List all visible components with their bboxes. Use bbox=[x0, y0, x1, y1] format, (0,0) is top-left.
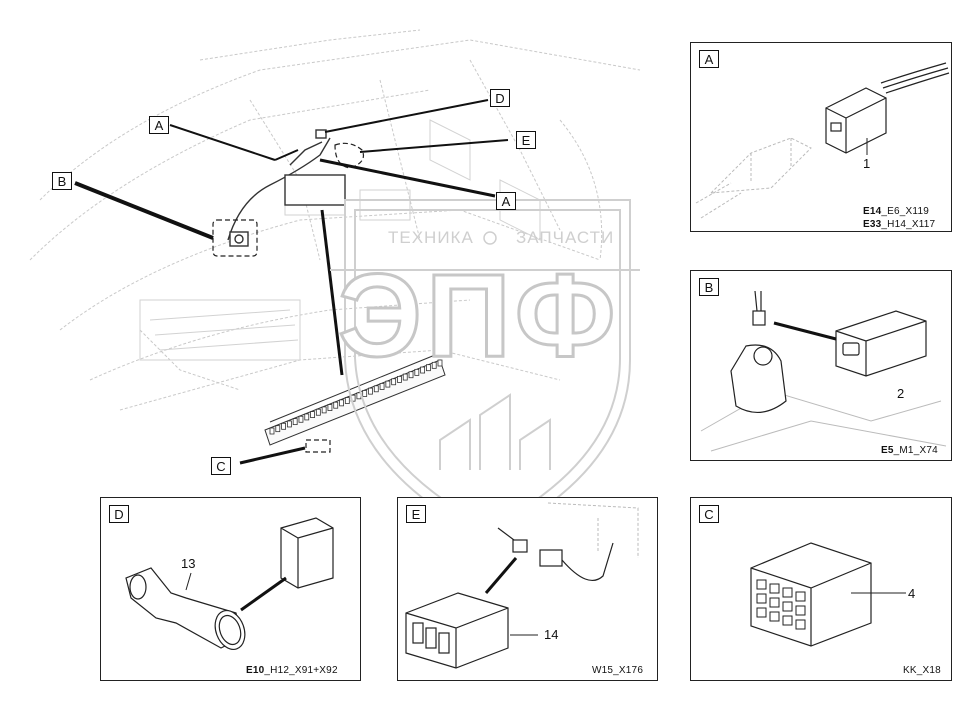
code-bold: E33 bbox=[863, 219, 882, 230]
code-bold: E14 bbox=[863, 206, 882, 217]
callout-d: D bbox=[490, 89, 510, 107]
relay-tooth bbox=[269, 427, 275, 435]
relay-tooth bbox=[368, 387, 373, 395]
relay-tooth bbox=[292, 418, 298, 426]
relay-tooth bbox=[298, 415, 304, 423]
panel-e-code: W15_X176 bbox=[592, 665, 644, 676]
panel-d-code: E10_H12_X91+X92 bbox=[246, 665, 338, 676]
code-rest: _H14_X117 bbox=[881, 219, 936, 230]
relay-tooth bbox=[310, 411, 315, 418]
panel-d-item-number: 13 bbox=[181, 556, 196, 571]
detail-panel-e: E 14 W15_X176 bbox=[397, 497, 658, 681]
connector-cavity bbox=[795, 605, 806, 616]
code-bold: E10 bbox=[246, 665, 265, 676]
panel-a-code-e33: E33_H14_X117 bbox=[863, 219, 935, 230]
callout-a-upper: A bbox=[149, 116, 169, 134]
connector-e5-drawing bbox=[700, 290, 947, 452]
connector-cavity bbox=[756, 607, 767, 618]
panel-c-item-number: 4 bbox=[908, 586, 916, 601]
watermark-text-left: ТЕХНИКА bbox=[388, 228, 474, 247]
panel-a-tag: A bbox=[699, 50, 719, 68]
panel-c-code: KK_X18 bbox=[903, 665, 941, 676]
relay-tooth bbox=[362, 390, 368, 397]
relay-tooth bbox=[339, 399, 344, 407]
detail-panel-b: B 2 E5_M1_X74 bbox=[690, 270, 952, 461]
relay-tooth bbox=[373, 385, 379, 393]
connector-kk-drawing bbox=[750, 542, 906, 647]
watermark-logo-text: ЭПФ bbox=[336, 249, 620, 384]
connector-cavity bbox=[769, 583, 780, 594]
terminal-e10-drawing bbox=[125, 517, 334, 650]
code-bold: E5 bbox=[881, 445, 894, 456]
connector-cavity bbox=[756, 579, 767, 590]
callout-e: E bbox=[516, 131, 536, 149]
connector-cavity bbox=[769, 597, 780, 608]
relay-tooth bbox=[286, 420, 292, 428]
connector-cavity bbox=[782, 601, 793, 612]
connector-cavity bbox=[795, 591, 806, 602]
panel-a-code-e14: E14_E6_X119 bbox=[863, 206, 929, 217]
connector-cavity bbox=[782, 587, 793, 598]
panel-b-tag: B bbox=[699, 278, 719, 296]
relay-tooth bbox=[344, 397, 350, 404]
code-rest: _M1_X74 bbox=[893, 445, 938, 456]
callout-c: C bbox=[211, 457, 231, 475]
panel-e-item-number: 14 bbox=[544, 627, 559, 642]
callout-a-lower: A bbox=[496, 192, 516, 210]
connector-w15-drawing bbox=[405, 502, 639, 669]
detail-panel-c: C 4 KK_X18 bbox=[690, 497, 952, 681]
connector-cavity bbox=[769, 611, 780, 622]
relay-tooth bbox=[385, 380, 391, 388]
relay-tooth bbox=[402, 373, 408, 381]
relay-tooth bbox=[304, 413, 310, 421]
panel-a-item-number: 1 bbox=[863, 156, 871, 171]
relay-tooth bbox=[397, 376, 402, 383]
relay-tooth bbox=[379, 383, 385, 390]
relay-tooth bbox=[333, 401, 339, 409]
panel-b-code: E5_M1_X74 bbox=[881, 445, 938, 456]
relay-tooth bbox=[327, 404, 333, 411]
relay-tooth bbox=[437, 359, 443, 367]
code-rest: _E6_X119 bbox=[881, 206, 929, 217]
code-rest: _H12_X91+X92 bbox=[264, 665, 338, 676]
connector-cavity bbox=[756, 593, 767, 604]
panel-b-item-number: 2 bbox=[897, 386, 905, 401]
callout-b: B bbox=[52, 172, 72, 190]
relay-tooth bbox=[431, 361, 437, 369]
relay-tooth bbox=[321, 406, 327, 414]
panel-c-tag: C bbox=[699, 505, 719, 523]
detail-panel-d: D 13 E10_H12_X91+X92 bbox=[100, 497, 361, 681]
relay-tooth bbox=[391, 378, 397, 386]
relay-tooth bbox=[408, 371, 414, 379]
panel-e-tag: E bbox=[406, 505, 426, 523]
connector-cavity bbox=[782, 615, 793, 626]
relay-tooth bbox=[275, 425, 281, 433]
connector-cavity bbox=[795, 619, 806, 630]
panel-d-tag: D bbox=[109, 505, 129, 523]
relay-tooth bbox=[414, 368, 420, 376]
relay-tooth bbox=[426, 364, 431, 372]
detail-panel-a: A 1 E14_E6_X119 E33_H14_X117 bbox=[690, 42, 952, 232]
relay-tooth bbox=[281, 422, 286, 430]
watermark-text-right: ЗАПЧАСТИ bbox=[516, 228, 615, 247]
relay-tooth bbox=[315, 408, 321, 416]
connector-e14-drawing bbox=[695, 62, 950, 219]
relay-tooth bbox=[420, 366, 426, 374]
